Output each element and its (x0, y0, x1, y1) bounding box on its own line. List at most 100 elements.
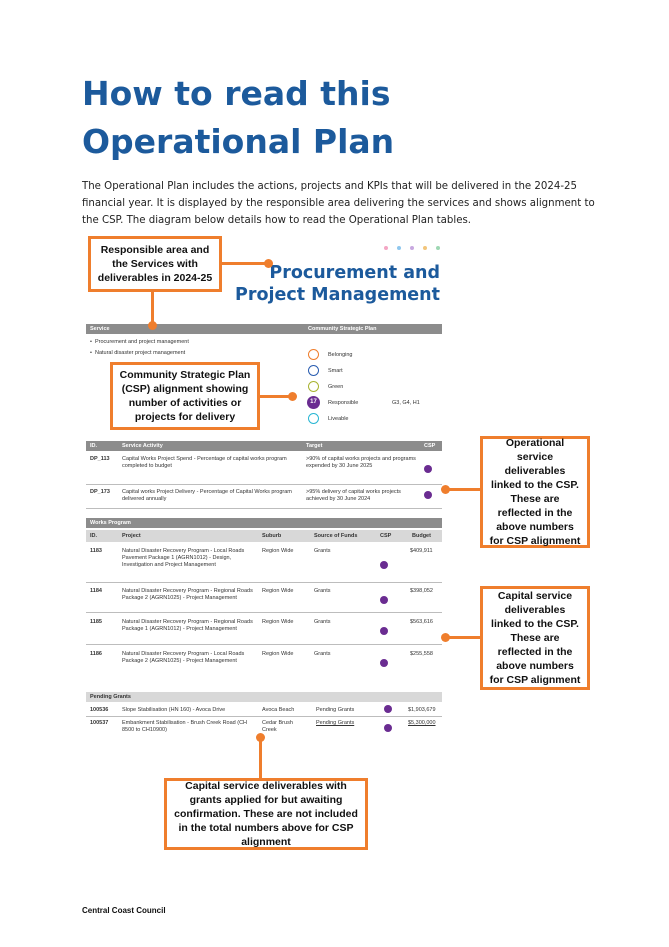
activity-description: Capital works Project Delivery - Percent… (122, 489, 292, 502)
callout-operational-deliverables: Operational service deliverables linked … (480, 436, 590, 548)
page-title: How to read this Operational Plan (82, 74, 395, 161)
project-suburb: Region Wide (262, 619, 294, 625)
project-name: Natural Disaster Recovery Program - Loca… (122, 548, 245, 568)
pending-project: Slope Stabilisation (HN 160) - Avoca Dri… (122, 707, 226, 713)
service-item: • Natural disaster project management (90, 350, 186, 356)
activity-description: Capital Works Project Spend - Percentage… (122, 456, 287, 469)
csp-responsible-dot (384, 705, 392, 713)
project-name: Natural Disaster Recovery Program - Loca… (122, 651, 245, 664)
csp-responsible-dot (380, 596, 388, 604)
decorative-dot (397, 246, 401, 250)
csp-responsible-dot (384, 724, 392, 732)
col-source: Source of Funds (314, 533, 358, 539)
pending-id: 100537 (90, 720, 109, 726)
row-divider (86, 612, 442, 613)
decorative-dot (410, 246, 414, 250)
pending-budget: $5,300,000 (408, 720, 436, 726)
project-id: 1185 (90, 619, 102, 625)
csp-responsible-dot (424, 465, 432, 473)
footer-organisation: Central Coast Council (82, 906, 166, 915)
project-name: Natural Disaster Recovery Program - Regi… (122, 619, 253, 632)
connector-line (258, 395, 292, 398)
csp-theme-codes: G3, G4, H1 (392, 400, 420, 406)
works-program-bar: Works Program (86, 518, 442, 528)
decorative-dot (384, 246, 388, 250)
decorative-dot (423, 246, 427, 250)
connector-dot (441, 633, 450, 642)
col-project: Project (122, 533, 141, 539)
pending-project: Embankment Stabilisation - Brush Creek R… (122, 720, 248, 733)
csp-theme-label: Belonging (328, 352, 353, 358)
smart-ring-icon (308, 365, 319, 376)
col-suburb: Suburb (262, 533, 282, 539)
activity-header-bar: ID. Service Activity Target CSP (86, 441, 442, 451)
project-name: Natural Disaster Recovery Program - Regi… (122, 588, 253, 601)
service-header-bar: Service Community Strategic Plan (86, 324, 442, 334)
project-id: 1183 (90, 548, 102, 554)
callout-capital-deliverables: Capital service deliverables linked to t… (480, 586, 590, 690)
project-source: Grants (314, 588, 331, 594)
connector-dot (148, 321, 157, 330)
activity-id: DP_113 (90, 456, 110, 462)
col-id: ID. (90, 533, 98, 539)
service-item: • Procurement and project management (90, 339, 189, 345)
connector-line (220, 262, 268, 265)
csp-theme-label: Liveable (328, 416, 349, 422)
csp-theme-label: Smart (328, 368, 343, 374)
belonging-ring-icon (308, 349, 319, 360)
connector-dot (288, 392, 297, 401)
connector-dot (441, 485, 450, 494)
pending-budget: $1,903,679 (408, 707, 436, 713)
project-suburb: Region Wide (262, 588, 294, 594)
row-divider (86, 582, 442, 583)
project-suburb: Region Wide (262, 651, 294, 657)
row-divider (86, 644, 442, 645)
row-divider (86, 484, 442, 485)
decorative-dot (436, 246, 440, 250)
csp-theme-label: Responsible (328, 400, 359, 406)
activity-target: >90% of capital works projects and progr… (306, 456, 416, 469)
callout-csp-alignment: Community Strategic Plan (CSP) alignment… (110, 362, 260, 430)
csp-responsible-dot (380, 659, 388, 667)
project-budget: $398,052 (410, 588, 433, 594)
project-source: Grants (314, 548, 331, 554)
project-suburb: Region Wide (262, 548, 294, 554)
project-budget: $563,616 (410, 619, 433, 625)
callout-pending-grants: Capital service deliverables with grants… (164, 778, 368, 850)
activity-target: >95% delivery of capital works projects … (306, 489, 401, 502)
csp-responsible-dot (380, 561, 388, 569)
connector-dot (264, 259, 273, 268)
col-budget: Budget (412, 533, 431, 539)
responsible-count-badge: 17 (307, 396, 320, 409)
project-source: Grants (314, 619, 331, 625)
callout-responsible-area: Responsible area and the Services with d… (88, 236, 222, 292)
project-budget: $409,911 (410, 548, 433, 554)
project-id: 1186 (90, 651, 102, 657)
row-divider (86, 530, 442, 542)
connector-line (151, 290, 154, 326)
activity-id: DP_173 (90, 489, 110, 495)
pending-source: Pending Grants (316, 720, 355, 726)
csp-column-header: Community Strategic Plan (308, 326, 377, 332)
liveable-ring-icon (308, 413, 319, 424)
service-column-header: Service (90, 326, 110, 332)
pending-grants-bar: Pending Grants (86, 692, 442, 702)
csp-responsible-dot (380, 627, 388, 635)
project-id: 1184 (90, 588, 102, 594)
connector-dot (256, 733, 265, 742)
intro-paragraph: The Operational Plan includes the action… (82, 181, 595, 226)
connector-line (448, 488, 482, 491)
pending-suburb: Avoca Beach (262, 707, 295, 713)
pending-suburb: Cedar Brush Creek (262, 720, 293, 733)
service-area-title: Procurement and Project Management (235, 263, 440, 305)
csp-theme-label: Green (328, 384, 344, 390)
csp-responsible-dot (424, 491, 432, 499)
col-csp: CSP (380, 533, 392, 539)
pending-source: Pending Grants (316, 707, 355, 713)
row-divider (86, 508, 442, 509)
row-divider (86, 716, 442, 717)
project-source: Grants (314, 651, 331, 657)
connector-line (448, 636, 482, 639)
project-budget: $255,558 (410, 651, 433, 657)
connector-line (259, 737, 262, 779)
